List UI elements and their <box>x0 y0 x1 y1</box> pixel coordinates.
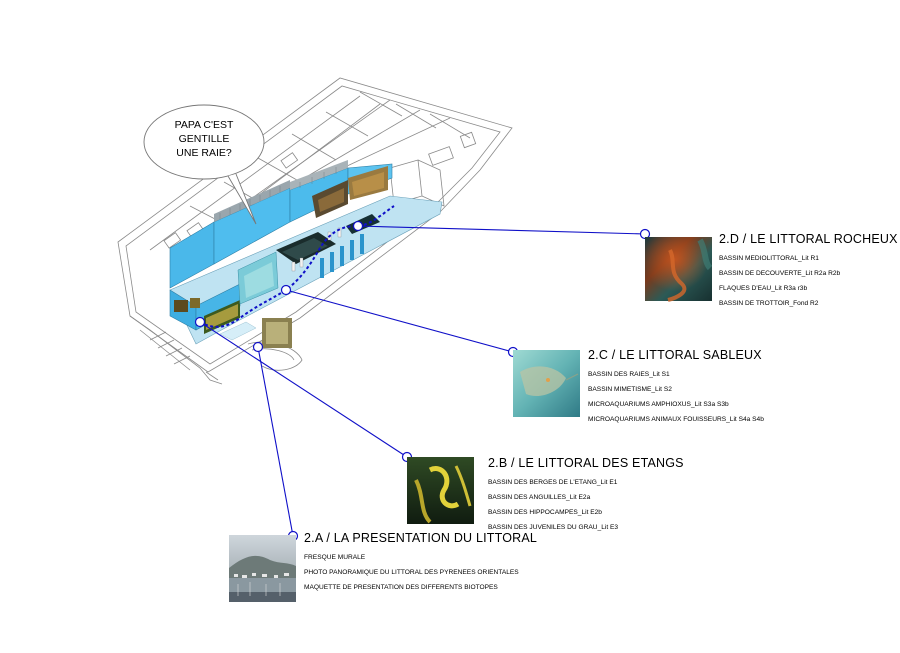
list-item: BASSIN MIMETISME_Lit S2 <box>588 386 672 393</box>
section-title: 2.A / LA PRESENTATION DU LITTORAL <box>304 531 538 545</box>
list-item: BASSIN DES ANGUILLES_Lit E2a <box>488 494 591 501</box>
section-list: BASSIN MEDIOLITTORAL_Lit R1 BASSIN DE DE… <box>719 251 898 311</box>
list-item: MICROAQUARIUMS ANIMAUX FOUISSEURS_Lit S4… <box>588 416 764 423</box>
harbor-photo <box>229 535 296 602</box>
section-list: FRESQUE MURALE PHOTO PANORAMIQUE DU LITT… <box>304 550 537 595</box>
list-item: BASSIN MEDIOLITTORAL_Lit R1 <box>719 255 819 262</box>
section-presentation-littoral: 2.A / LA PRESENTATION DU LITTORAL FRESQU… <box>304 531 537 595</box>
list-item: PHOTO PANORAMIQUE DU LITTORAL DES PYRENE… <box>304 569 519 576</box>
list-item: MICROAQUARIUMS AMPHIOXUS_Lit S3a S3b <box>588 401 729 408</box>
list-item: BASSIN DE TROTTOIR_Fond R2 <box>719 300 819 307</box>
rocky-shore-photo <box>645 237 713 302</box>
list-item: FLAQUES D'EAU_Lit R3a r3b <box>719 285 808 292</box>
list-item: BASSIN DES JUVENILES DU GRAU_Lit E3 <box>488 524 619 531</box>
list-item: MAQUETTE DE PRESENTATION DES DIFFERENTS … <box>304 584 498 591</box>
connector-lines <box>199 225 646 537</box>
speech-bubble <box>143 104 265 225</box>
section-title: 2.B / LE LITTORAL DES ETANGS <box>488 456 684 470</box>
list-item: BASSIN DES HIPPOCAMPES_Lit E2b <box>488 509 602 516</box>
section-littoral-etangs: 2.B / LE LITTORAL DES ETANGS BASSIN DES … <box>488 456 684 535</box>
section-list: BASSIN DES BERGES DE L'ETANG_Lit E1 BASS… <box>488 475 684 535</box>
list-item: FRESQUE MURALE <box>304 554 366 561</box>
list-item: BASSIN DES RAIES_Lit S1 <box>588 371 670 378</box>
list-item: BASSIN DE DECOUVERTE_Lit R2a R2b <box>719 270 841 277</box>
list-item: BASSIN DES BERGES DE L'ETANG_Lit E1 <box>488 479 618 486</box>
section-list: BASSIN DES RAIES_Lit S1 BASSIN MIMETISME… <box>588 367 764 427</box>
section-littoral-rocheux: 2.D / LE LITTORAL ROCHEUX BASSIN MEDIOLI… <box>719 232 898 311</box>
bubble-line-3: UNE RAIE? <box>176 147 232 159</box>
section-title: 2.C / LE LITTORAL SABLEUX <box>588 348 762 362</box>
ray-fish-photo <box>513 350 580 417</box>
seahorse-photo <box>407 457 474 524</box>
section-title: 2.D / LE LITTORAL ROCHEUX <box>719 232 898 246</box>
bubble-line-1: PAPA C'EST <box>174 119 234 131</box>
section-littoral-sableux: 2.C / LE LITTORAL SABLEUX BASSIN DES RAI… <box>588 348 764 427</box>
speech-bubble-text: PAPA C'EST GENTILLE UNE RAIE? <box>144 118 264 160</box>
bubble-line-2: GENTILLE <box>178 133 230 145</box>
exhibition-interior <box>169 160 443 348</box>
